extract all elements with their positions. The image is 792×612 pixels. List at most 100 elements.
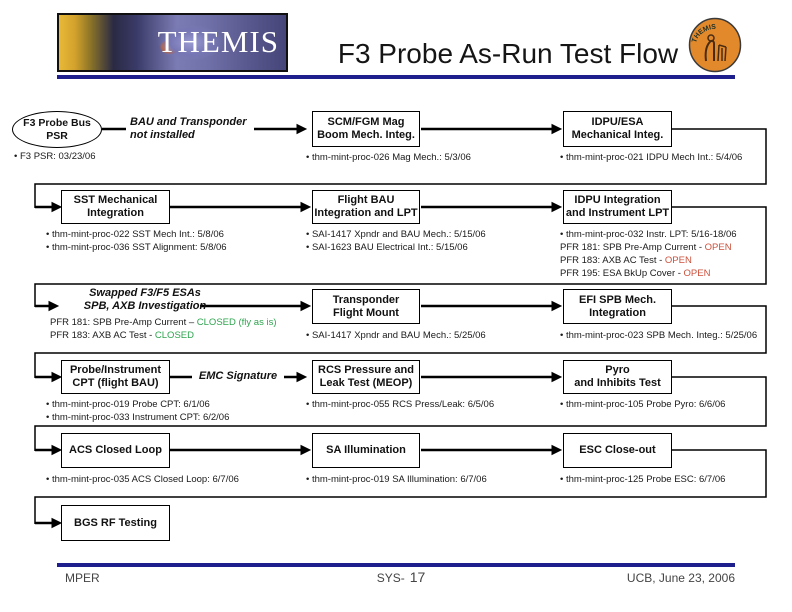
procedure-note: • thm-mint-proc-021 IDPU Mech Int.: 5/4/… xyxy=(560,152,743,163)
themis-banner-title: THEMIS xyxy=(157,24,279,59)
node-label: IDPU Integration xyxy=(574,194,661,206)
page-title: F3 Probe As-Run Test Flow xyxy=(337,38,679,69)
node-label: Pyro xyxy=(605,364,630,376)
node-label: ACS Closed Loop xyxy=(69,444,162,456)
pfr-note: PFR 195: ESA BkUp Cover - OPEN xyxy=(560,267,710,280)
procedure-note: • thm-mint-proc-125 Probe ESC: 6/7/06 xyxy=(560,474,726,485)
footer-author: MPER xyxy=(65,571,100,585)
arrowhead xyxy=(551,123,563,135)
node-label: Boom Mech. Integ. xyxy=(317,129,415,141)
footer-slide-number: SYS- 17 xyxy=(336,569,466,587)
node-label: Integration xyxy=(87,207,144,219)
node-acs-closed-loop: ACS Closed Loop xyxy=(61,433,170,468)
procedure-note: • SAI-1623 BAU Electrical Int.: 5/15/06 xyxy=(306,242,468,253)
arrowhead xyxy=(551,444,563,456)
arrowhead xyxy=(300,201,312,213)
node-f3-probe-bus-psr: F3 Probe Bus PSR xyxy=(12,111,102,148)
node-label: CPT (flight BAU) xyxy=(72,377,159,389)
pfr-status-open: OPEN xyxy=(664,255,692,266)
node-sst-mech-integration: SST Mechanical Integration xyxy=(61,190,170,224)
node-sa-illumination: SA Illumination xyxy=(312,433,420,468)
pfr-note: PFR 183: AXB AC Test - CLOSED xyxy=(50,329,194,342)
procedure-note: • thm-mint-proc-023 SPB Mech. Integ.: 5/… xyxy=(560,330,758,341)
node-pyro-inhibits: Pyro and Inhibits Test xyxy=(563,360,672,394)
node-bgs-rf-testing: BGS RF Testing xyxy=(61,505,170,541)
arrowhead xyxy=(551,371,563,383)
node-label: F3 Probe Bus xyxy=(23,116,91,129)
procedure-note: • SAI-1417 Xpndr and BAU Mech.: 5/15/06 xyxy=(306,229,486,240)
node-efi-spb-mech: EFI SPB Mech. Integration xyxy=(563,289,672,324)
arrowhead xyxy=(296,371,308,383)
procedure-note: • thm-mint-proc-055 RCS Press/Leak: 6/5/… xyxy=(306,399,495,410)
node-label: and Inhibits Test xyxy=(574,377,661,389)
node-label: BGS RF Testing xyxy=(74,516,157,529)
arrowhead xyxy=(551,201,563,213)
node-flight-bau-lpt: Flight BAU Integration and LPT xyxy=(312,190,420,224)
node-idpu-integration-lpt: IDPU Integration and Instrument LPT xyxy=(563,190,672,224)
label-line: BAU and Transponder xyxy=(130,116,247,128)
procedure-note: • thm-mint-proc-105 Probe Pyro: 6/6/06 xyxy=(560,399,726,410)
node-label: Leak Test (MEOP) xyxy=(319,377,413,389)
node-label: PSR xyxy=(46,129,68,142)
arrowhead xyxy=(300,444,312,456)
arrowhead xyxy=(551,300,563,312)
node-idpu-esa-mech: IDPU/ESA Mechanical Integ. xyxy=(563,111,672,147)
header-divider xyxy=(57,75,735,79)
node-scm-fgm-mag-boom: SCM/FGM Mag Boom Mech. Integ. xyxy=(312,111,420,147)
node-rcs-pressure-leak: RCS Pressure and Leak Test (MEOP) xyxy=(312,360,420,394)
footer-sys-prefix: SYS- xyxy=(376,571,405,585)
node-label: SCM/FGM Mag xyxy=(327,116,405,128)
arrowhead xyxy=(296,123,308,135)
node-label: Probe/Instrument xyxy=(69,364,162,376)
arrowhead xyxy=(51,201,63,213)
node-label: EFI SPB Mech. xyxy=(578,293,657,306)
procedure-note: • F3 PSR: 03/23/06 xyxy=(14,151,96,162)
footer-page-number: 17 xyxy=(409,569,426,585)
node-label: SST Mechanical xyxy=(73,194,158,206)
procedure-note: • thm-mint-proc-019 SA Illumination: 6/7… xyxy=(306,474,487,485)
arrowhead xyxy=(51,517,63,529)
node-transponder-flight-mount: Transponder Flight Mount xyxy=(312,289,420,324)
label-line: not installed xyxy=(130,129,195,141)
procedure-note: • SAI-1417 Xpndr and BAU Mech.: 5/25/06 xyxy=(306,330,486,341)
procedure-note: • thm-mint-proc-022 SST Mech Int.: 5/8/0… xyxy=(46,229,224,240)
pfr-status-open: OPEN xyxy=(704,242,732,253)
node-label: Flight BAU xyxy=(337,194,395,206)
pfr-text: PFR 183: AXB AC Test - xyxy=(560,255,665,266)
arrowhead xyxy=(51,444,63,456)
node-label: RCS Pressure and xyxy=(318,364,414,376)
procedure-note: • thm-mint-proc-035 ACS Closed Loop: 6/7… xyxy=(46,474,239,485)
node-label: Integration and LPT xyxy=(314,207,418,219)
footer-divider xyxy=(57,563,735,567)
procedure-note: • thm-mint-proc-026 Mag Mech.: 5/3/06 xyxy=(306,152,471,163)
procedure-note: • thm-mint-proc-019 Probe CPT: 6/1/06 xyxy=(46,399,210,410)
node-label: ESC Close-out xyxy=(579,444,656,456)
label-line: Swapped F3/F5 ESAs xyxy=(89,287,201,299)
node-label: Mechanical Integ. xyxy=(571,129,664,141)
themis-banner-logo: THEMIS xyxy=(57,13,288,72)
arrowhead xyxy=(51,371,63,383)
pfr-note: PFR 183: AXB AC Test - OPEN xyxy=(560,254,692,267)
pfr-note: PFR 181: SPB Pre-Amp Current – CLOSED (f… xyxy=(50,316,277,329)
node-label: Flight Mount xyxy=(333,306,399,319)
node-esc-close-out: ESC Close-out xyxy=(563,433,672,468)
label-bau-not-installed: BAU and Transponder not installed xyxy=(130,116,247,142)
procedure-note: • thm-mint-proc-033 Instrument CPT: 6/2/… xyxy=(46,412,230,423)
pfr-text: PFR 183: AXB AC Test - xyxy=(50,330,155,341)
label-emc-signature: EMC Signature xyxy=(198,370,278,382)
node-label: Transponder xyxy=(332,293,400,306)
label-swapped-esas: Swapped F3/F5 ESAs SPB, AXB Investigatio… xyxy=(55,287,235,313)
pfr-status-closed: CLOSED (fly as is) xyxy=(196,317,277,328)
node-label: Integration xyxy=(589,306,646,319)
pfr-text: PFR 181: SPB Pre-Amp Current - xyxy=(560,242,705,253)
pfr-status-closed: CLOSED xyxy=(154,330,194,341)
themis-seal-icon: THEMIS xyxy=(688,17,742,73)
arrowhead xyxy=(300,300,312,312)
procedure-note: • thm-mint-proc-032 Instr. LPT: 5/16-18/… xyxy=(560,229,737,240)
pfr-text: PFR 195: ESA BkUp Cover - xyxy=(560,268,684,279)
pfr-note: PFR 181: SPB Pre-Amp Current - OPEN xyxy=(560,241,732,254)
label-line: SPB, AXB Investigation xyxy=(83,300,207,312)
pfr-text: PFR 181: SPB Pre-Amp Current – xyxy=(50,317,197,328)
node-label: and Instrument LPT xyxy=(565,207,670,219)
